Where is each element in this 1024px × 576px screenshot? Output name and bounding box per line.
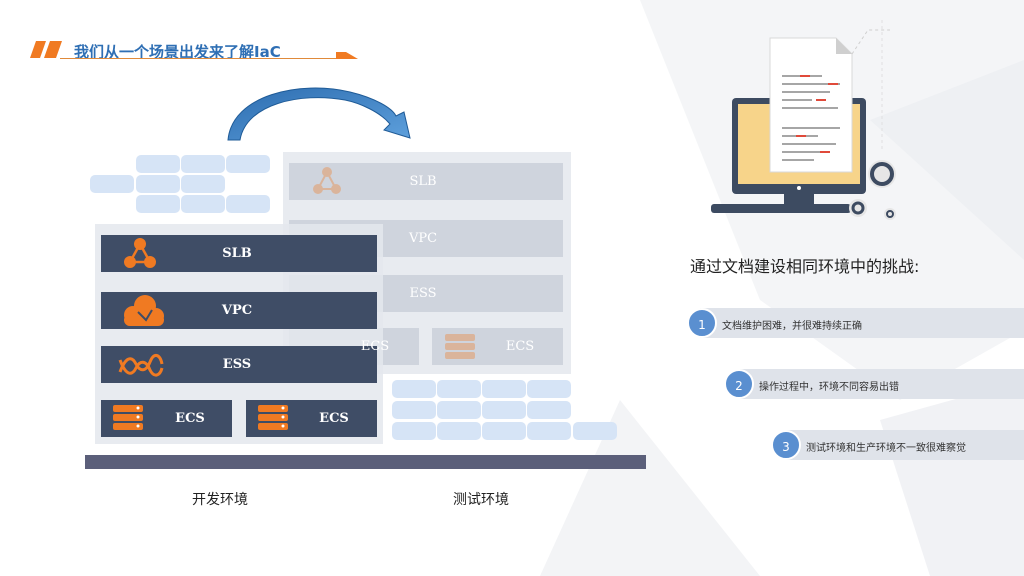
wave-icon <box>118 354 164 377</box>
server-icon <box>113 405 143 430</box>
test-block-cluster <box>392 380 617 440</box>
challenge-number-2: 2 <box>724 369 754 399</box>
dev-env-caption: 开发环境 <box>192 492 248 508</box>
challenge-bar-2 <box>740 369 1024 399</box>
test-ecs2-label: ECS <box>505 339 535 354</box>
dev-block-cluster <box>90 155 270 213</box>
server-icon <box>258 405 288 430</box>
test-layer-slb <box>289 163 563 200</box>
challenge-number-1: 1 <box>687 308 717 338</box>
challenge-text-3: 测试环境和生产环境不一致很难察觉 <box>806 443 966 454</box>
server-icon <box>445 334 475 359</box>
dev-vpc-label: VPC <box>221 303 253 318</box>
computer-document-icon <box>711 20 890 213</box>
challenge-bar-1 <box>700 308 1024 338</box>
dev-ecs1-label: ECS <box>175 411 205 426</box>
gear-icon <box>849 160 896 220</box>
title-underline-tip <box>336 52 358 59</box>
test-vpc-label: VPC <box>408 231 438 246</box>
copy-arrow <box>227 87 411 141</box>
challenge-text-1: 文档维护困难，并很难持续正确 <box>722 321 862 332</box>
page-title: 我们从一个场景出发来了解IaC <box>74 43 281 61</box>
challenge-number-3: 3 <box>771 430 801 460</box>
test-ecs1-label: ECS <box>360 339 390 354</box>
dev-ess-label: ESS <box>222 357 252 372</box>
test-ecs-2 <box>432 328 563 365</box>
base-platform <box>85 455 646 469</box>
dev-slb-label: SLB <box>222 246 252 261</box>
title-accent-icon <box>30 41 62 58</box>
challenge-text-2: 操作过程中，环境不同容易出错 <box>759 382 899 393</box>
test-slb-label: SLB <box>409 174 437 189</box>
challenges-title: 通过文档建设相同环境中的挑战: <box>690 257 920 276</box>
test-env-caption: 测试环境 <box>453 492 509 508</box>
dev-ecs2-label: ECS <box>319 411 349 426</box>
challenge-bar-3 <box>786 430 1024 460</box>
slb-icon <box>313 167 341 194</box>
cloud-icon <box>124 295 164 326</box>
test-ess-label: ESS <box>409 286 437 301</box>
slb-icon <box>124 238 156 268</box>
title-underline <box>60 58 350 59</box>
